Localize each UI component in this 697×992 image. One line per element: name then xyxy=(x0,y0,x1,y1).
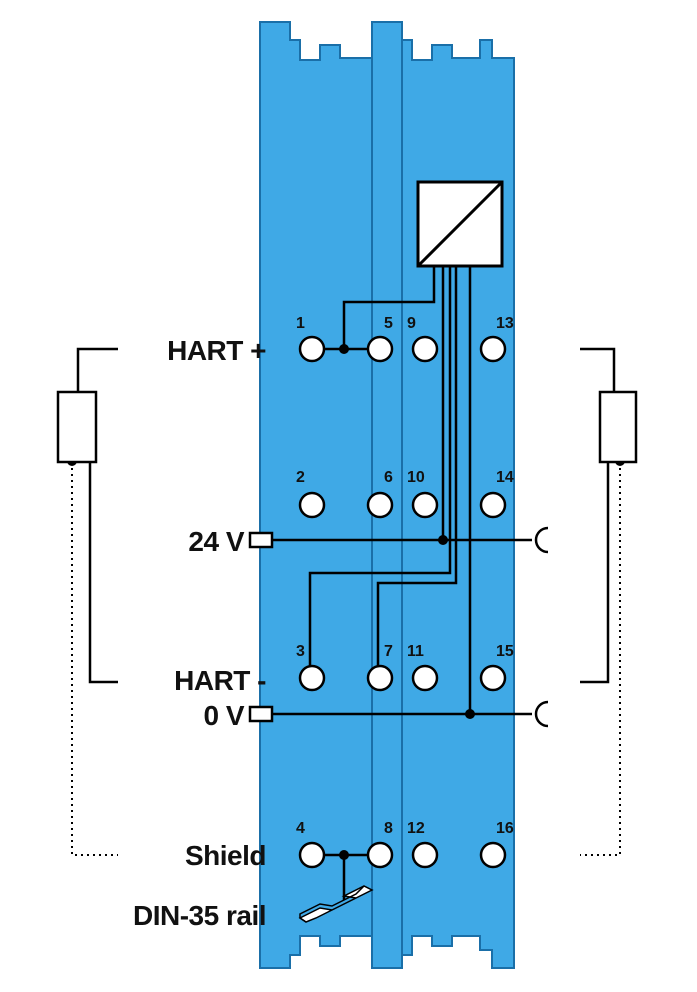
terminal-number: 2 xyxy=(296,469,305,486)
terminal-number: 4 xyxy=(296,820,305,837)
terminal-number: 13 xyxy=(496,315,514,332)
resistor-icon xyxy=(56,390,98,464)
terminal-number: 8 xyxy=(384,820,393,837)
terminal-15 xyxy=(479,664,507,692)
terminal-16 xyxy=(479,841,507,869)
junction-dot xyxy=(465,709,475,719)
field-device-left xyxy=(56,347,118,856)
signal-labels: HART + 24 V HART - 0 V Shield DIN-35 rai… xyxy=(133,335,267,931)
terminal-14 xyxy=(479,491,507,519)
terminal-number: 11 xyxy=(407,643,424,660)
terminal-13 xyxy=(479,335,507,363)
din-rail-icon xyxy=(298,885,374,923)
terminal-number: 15 xyxy=(496,643,514,660)
terminal-numbers: 1 5 9 13 2 6 10 14 3 7 11 15 4 8 12 16 xyxy=(296,315,514,837)
terminal-number: 7 xyxy=(384,643,393,660)
resistor-icon xyxy=(598,390,638,464)
junction-dot xyxy=(438,535,448,545)
terminal-number: 1 xyxy=(296,315,305,332)
shield-wire-right xyxy=(580,462,621,856)
terminal-number: 10 xyxy=(407,469,425,486)
terminal-number: 14 xyxy=(496,469,514,486)
label-hart-minus: HART - xyxy=(174,665,266,696)
terminal-10 xyxy=(411,491,439,519)
terminal-2 xyxy=(298,491,326,519)
terminals xyxy=(298,335,507,869)
label-hart-plus: HART + xyxy=(167,335,266,366)
terminal-4 xyxy=(298,841,326,869)
terminal-9 xyxy=(411,335,439,363)
terminal-7 xyxy=(366,664,394,692)
terminal-8 xyxy=(366,841,394,869)
terminal-11 xyxy=(411,664,439,692)
junction-dot xyxy=(339,344,349,354)
field-device-right xyxy=(580,347,638,856)
terminal-6 xyxy=(366,491,394,519)
bus-24v-contact-icon xyxy=(248,531,274,549)
power-buses xyxy=(248,526,549,728)
terminal-number: 5 xyxy=(384,315,393,332)
terminal-3 xyxy=(298,664,326,692)
terminal-12 xyxy=(411,841,439,869)
terminal-5 xyxy=(366,335,394,363)
terminal-number: 3 xyxy=(296,643,305,660)
wire-right-bottom xyxy=(580,462,610,684)
label-24v: 24 V xyxy=(188,526,244,557)
terminal-number: 16 xyxy=(496,820,514,837)
terminal-1 xyxy=(298,335,326,363)
terminal-number: 12 xyxy=(407,820,425,837)
terminal-number: 9 xyxy=(407,315,416,332)
wire-t7 xyxy=(376,266,458,678)
bus-0v-jumper-icon xyxy=(534,700,549,728)
label-din-rail: DIN-35 rail xyxy=(133,900,266,931)
bus-24v-jumper-icon xyxy=(534,526,549,554)
junction-dot xyxy=(339,850,349,860)
wire-left-bottom xyxy=(88,462,118,684)
label-0v: 0 V xyxy=(203,700,244,731)
wire-hart-minus xyxy=(308,266,452,678)
terminal-number: 6 xyxy=(384,469,393,486)
shield-wire-left xyxy=(71,462,118,856)
signal-converter-icon xyxy=(416,180,504,268)
wire-right-top xyxy=(580,347,616,392)
wire-left-top xyxy=(76,347,118,392)
wire-hart-plus xyxy=(342,266,436,349)
label-shield: Shield xyxy=(185,840,266,871)
bus-0v-contact-icon xyxy=(248,705,274,723)
